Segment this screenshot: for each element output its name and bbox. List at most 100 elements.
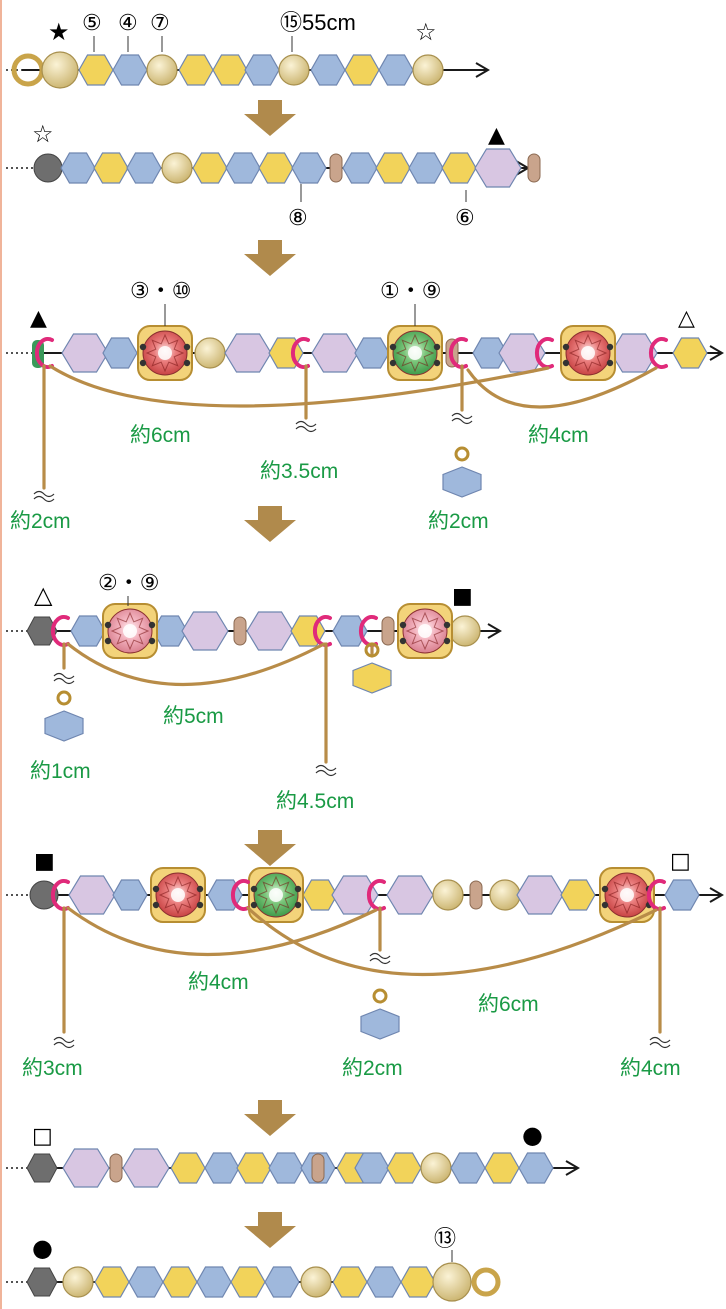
measure-1cm: 約1cm — [30, 760, 91, 783]
blue-bead — [60, 152, 96, 184]
jump-ring — [56, 690, 72, 706]
drop-yellow — [352, 642, 392, 694]
symbol-end-circle: ● — [522, 1121, 543, 1149]
gray-end-bead — [29, 880, 59, 910]
step-2: ☆ ▲ ⑧ ⑥ — [32, 120, 505, 230]
cord-6cm — [246, 906, 658, 977]
yellow-bead — [400, 1266, 436, 1298]
purple-bead — [498, 333, 546, 373]
wire-1-head — [475, 62, 490, 78]
blue-bead — [291, 152, 327, 184]
drop-bead — [352, 662, 392, 694]
measure-3cm: 約3cm — [22, 1057, 83, 1080]
jump-ring — [454, 446, 470, 462]
stone-highlight — [408, 346, 422, 360]
clasp-ring — [471, 1267, 501, 1297]
stone-highlight — [269, 888, 283, 902]
yellow-bead — [93, 152, 129, 184]
yellow-bead — [672, 337, 708, 369]
gray-end-bead — [26, 616, 58, 646]
blue-bead — [244, 54, 280, 86]
symbol-end-square-outline: □ — [670, 849, 691, 874]
wire-5-head — [709, 887, 724, 903]
stone-prong — [148, 637, 156, 645]
pearl-bead — [412, 54, 444, 86]
symbol-start-square-outline: □ — [32, 1124, 53, 1149]
yellow-bead — [258, 152, 294, 184]
pearl-bead — [41, 51, 79, 89]
stone-highlight — [620, 888, 634, 902]
cut-mark — [315, 764, 337, 777]
blue-bead — [112, 879, 148, 911]
step-4: △ ■ ②・⑨ 約5cm 約1cm 約4.5cm — [30, 570, 473, 813]
blue-bead — [366, 1266, 402, 1298]
drop-bead — [360, 1008, 400, 1040]
blue-bead — [332, 615, 368, 647]
pearl-bead — [146, 54, 178, 86]
stone-prong — [104, 621, 112, 629]
cord-4cm — [66, 906, 378, 957]
blue-bead — [102, 337, 138, 369]
purple-bead — [68, 875, 116, 915]
yellow-bead — [375, 152, 411, 184]
stone-prong — [196, 885, 204, 893]
green-stone — [387, 325, 443, 381]
symbol-end-triangle: ▲ — [488, 123, 505, 148]
stone-facets — [256, 875, 296, 915]
bead-label-8: ⑧ — [288, 205, 308, 230]
stone-highlight — [171, 888, 185, 902]
yellow-bead — [332, 1266, 368, 1298]
stone-prong — [399, 621, 407, 629]
cord-4cm — [466, 366, 658, 409]
pearl-bead — [449, 615, 481, 647]
stone-prong — [183, 359, 191, 367]
red-stone — [599, 867, 655, 923]
red-stone — [137, 325, 193, 381]
symbol-start-square: ■ — [34, 849, 55, 874]
stone-prong — [294, 885, 302, 893]
symbol-end-star: ☆ — [415, 18, 437, 46]
stone-prong — [294, 901, 302, 909]
blue-bead — [268, 1152, 304, 1184]
yellow-bead — [178, 54, 214, 86]
spacer-bead — [311, 1153, 325, 1183]
wire-6-head — [565, 1160, 580, 1176]
symbol-end-square: ■ — [452, 584, 473, 609]
pearl-bead — [194, 337, 226, 369]
stone-prong — [562, 359, 570, 367]
blue-bead — [378, 54, 414, 86]
purple-bead — [181, 611, 229, 651]
cut-mark — [369, 952, 391, 965]
bead-label-7: ⑦ — [150, 10, 170, 35]
step-arrow-2 — [244, 240, 296, 276]
yellow-bead — [192, 152, 228, 184]
yellow-bead — [162, 1266, 198, 1298]
stone-highlight — [581, 346, 595, 360]
blue-bead — [126, 152, 162, 184]
drop-blue — [360, 988, 400, 1040]
stone-facets — [110, 611, 150, 651]
cut-mark — [649, 1036, 671, 1049]
purple-bead — [474, 148, 522, 188]
stone-facets — [395, 333, 435, 373]
yellow-bead — [236, 1152, 272, 1184]
purple-bead — [246, 611, 294, 651]
purple-bead — [610, 333, 658, 373]
drawing-layer — [6, 36, 724, 1302]
pink-stone — [397, 603, 453, 659]
spacer-bead — [469, 880, 483, 910]
drop-bead — [44, 710, 84, 742]
pearl-bead — [489, 879, 521, 911]
step-1: ★ ☆ ⑤ ④ ⑦ ⑮55cm — [48, 10, 437, 46]
stone-prong — [152, 901, 160, 909]
blue-bead — [264, 1266, 300, 1298]
jump-ring — [230, 879, 250, 911]
purple-bead — [62, 1148, 110, 1188]
yellow-bead — [441, 152, 477, 184]
stone-prong — [601, 885, 609, 893]
bead-label-15: ⑮55cm — [280, 10, 356, 35]
blue-bead — [342, 152, 378, 184]
gray-end-bead — [26, 1267, 58, 1297]
stone-prong — [196, 901, 204, 909]
pearl-bead — [62, 1266, 94, 1298]
